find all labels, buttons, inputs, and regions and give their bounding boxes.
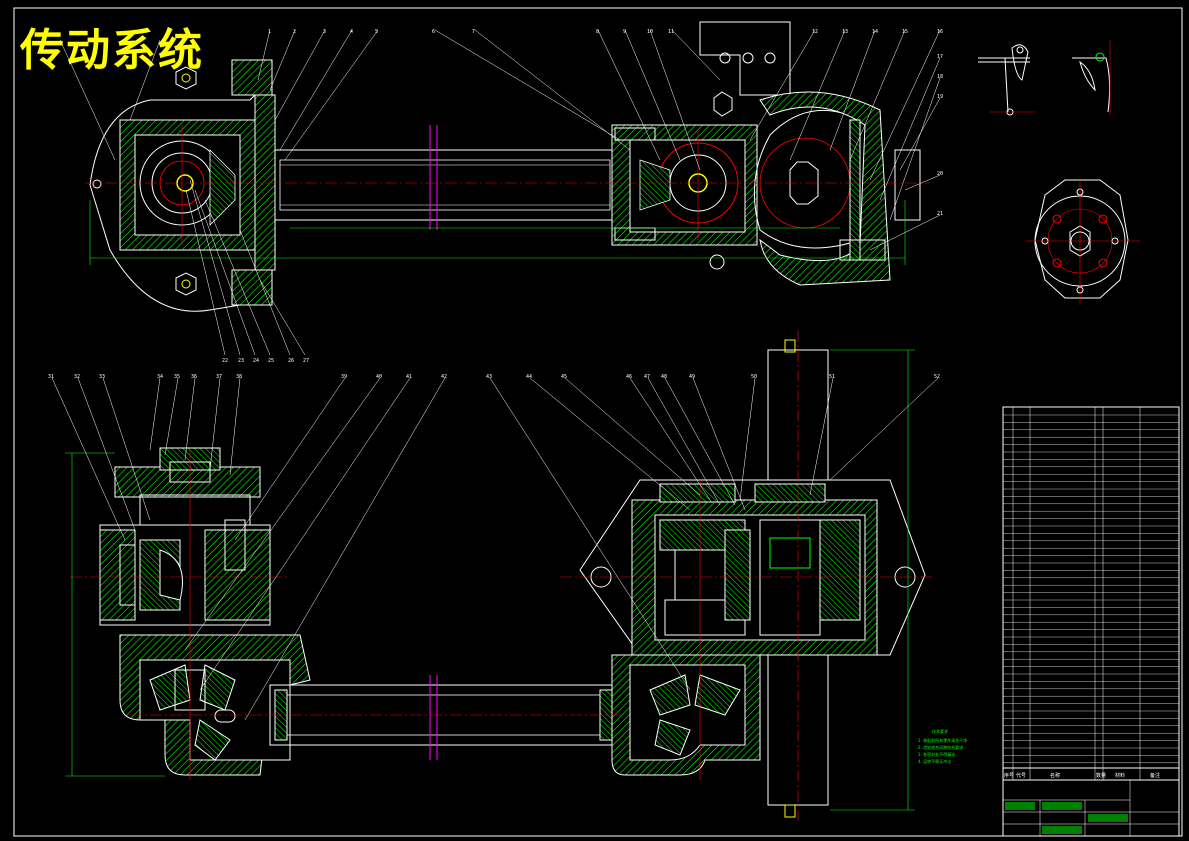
parts-header-cell: 代号 <box>1016 772 1026 779</box>
balloon-label: 8 <box>596 29 599 35</box>
hex-nut-bottom <box>175 272 197 296</box>
bottom-view: 31 32 33 34 35 36 37 38 39 40 41 42 43 4… <box>48 330 940 820</box>
balloon-label: 44 <box>526 374 532 380</box>
balloon-label: 22 <box>222 358 228 364</box>
balloon-label: 52 <box>934 374 940 380</box>
parts-header-cell: 序号 <box>1004 772 1014 779</box>
balloon-label: 27 <box>303 358 309 364</box>
balloon-label: 9 <box>623 29 626 35</box>
sector-gear <box>753 109 861 249</box>
tech-note-line: 1. 装配前所有零件清洗干净 <box>918 737 967 743</box>
balloon-label: 37 <box>216 374 222 380</box>
detail-views <box>978 40 1140 305</box>
parts-header-cell: 名称 <box>1050 772 1060 779</box>
balloon-label: 10 <box>647 29 653 35</box>
balloon-label: 43 <box>486 374 492 380</box>
tech-notes-heading: 技术要求 <box>932 728 948 734</box>
parts-list: 序号 代号 名称 数量 材料 备注 <box>1002 406 1180 781</box>
balloon-label: 23 <box>238 358 244 364</box>
balloon-label: 2 <box>293 29 296 35</box>
balloon-label: 42 <box>441 374 447 380</box>
balloon-label: 50 <box>751 374 757 380</box>
balloon-label: 11 <box>668 29 674 35</box>
balloon-label: 14 <box>872 29 878 35</box>
balloons-bottom-group: 31 32 33 34 35 36 37 38 39 40 41 42 43 4… <box>48 374 940 380</box>
balloon-label: 41 <box>406 374 412 380</box>
balloon-label: 1 <box>268 29 271 35</box>
balloon-label: 49 <box>689 374 695 380</box>
balloon-label: 16 <box>937 29 943 35</box>
tech-note-line: 2. 齿轮啮合间隙符合要求 <box>918 744 963 750</box>
balloon-label: 34 <box>157 374 163 380</box>
balloon-label: 48 <box>661 374 667 380</box>
balloon-label: 19 <box>937 94 943 100</box>
balloon-label: 47 <box>644 374 650 380</box>
balloon-label: 15 <box>902 29 908 35</box>
balloon-label: 6 <box>432 29 435 35</box>
balloon-label: 7 <box>472 29 475 35</box>
drive-shaft-tube <box>274 149 616 221</box>
balloon-label: 21 <box>937 211 943 217</box>
technical-notes: 技术要求 1. 装配前所有零件清洗干净 2. 齿轮啮合间隙符合要求 3. 各密封… <box>918 728 967 764</box>
drawing-border <box>13 7 1183 837</box>
balloon-label: 13 <box>842 29 848 35</box>
mounting-bracket <box>699 21 791 96</box>
parts-header-cell: 备注 <box>1150 772 1160 779</box>
flange-disc <box>1034 179 1129 299</box>
balloon-label: 31 <box>48 374 54 380</box>
balloon-label: 25 <box>268 358 274 364</box>
title-block <box>1002 779 1180 837</box>
balloons-top-group: 1 2 3 4 5 6 7 8 9 10 11 12 13 14 15 16 1… <box>222 29 943 364</box>
balloon-label: 5 <box>375 29 378 35</box>
balloon-label: 3 <box>323 29 326 35</box>
balloon-label: 45 <box>561 374 567 380</box>
balloon-label: 39 <box>341 374 347 380</box>
balloon-label: 35 <box>174 374 180 380</box>
tech-note-line: 3. 各密封处不得漏油 <box>918 751 955 757</box>
balloon-label: 24 <box>253 358 259 364</box>
balloon-label: 40 <box>376 374 382 380</box>
balloon-label: 33 <box>99 374 105 380</box>
balloon-label: 18 <box>937 74 943 80</box>
balloon-label: 17 <box>937 54 943 60</box>
hex-nut-top <box>175 66 197 90</box>
tech-note-line: 4. 运转平稳无冲击 <box>918 758 951 764</box>
balloon-label: 38 <box>236 374 242 380</box>
drawing-title: 传动系统 <box>20 25 204 76</box>
parts-header-cell: 材料 <box>1115 772 1125 779</box>
balloon-label: 51 <box>829 374 835 380</box>
balloon-label: 32 <box>74 374 80 380</box>
balloon-label: 46 <box>626 374 632 380</box>
balloon-label: 26 <box>288 358 294 364</box>
balloon-label: 36 <box>191 374 197 380</box>
balloon-label: 20 <box>937 171 943 177</box>
parts-header-cell: 数量 <box>1096 772 1106 779</box>
balloon-label: 12 <box>812 29 818 35</box>
balloon-label: 4 <box>350 29 353 35</box>
top-view: 1 2 3 4 5 6 7 8 9 10 11 12 13 14 15 16 1… <box>59 21 943 364</box>
